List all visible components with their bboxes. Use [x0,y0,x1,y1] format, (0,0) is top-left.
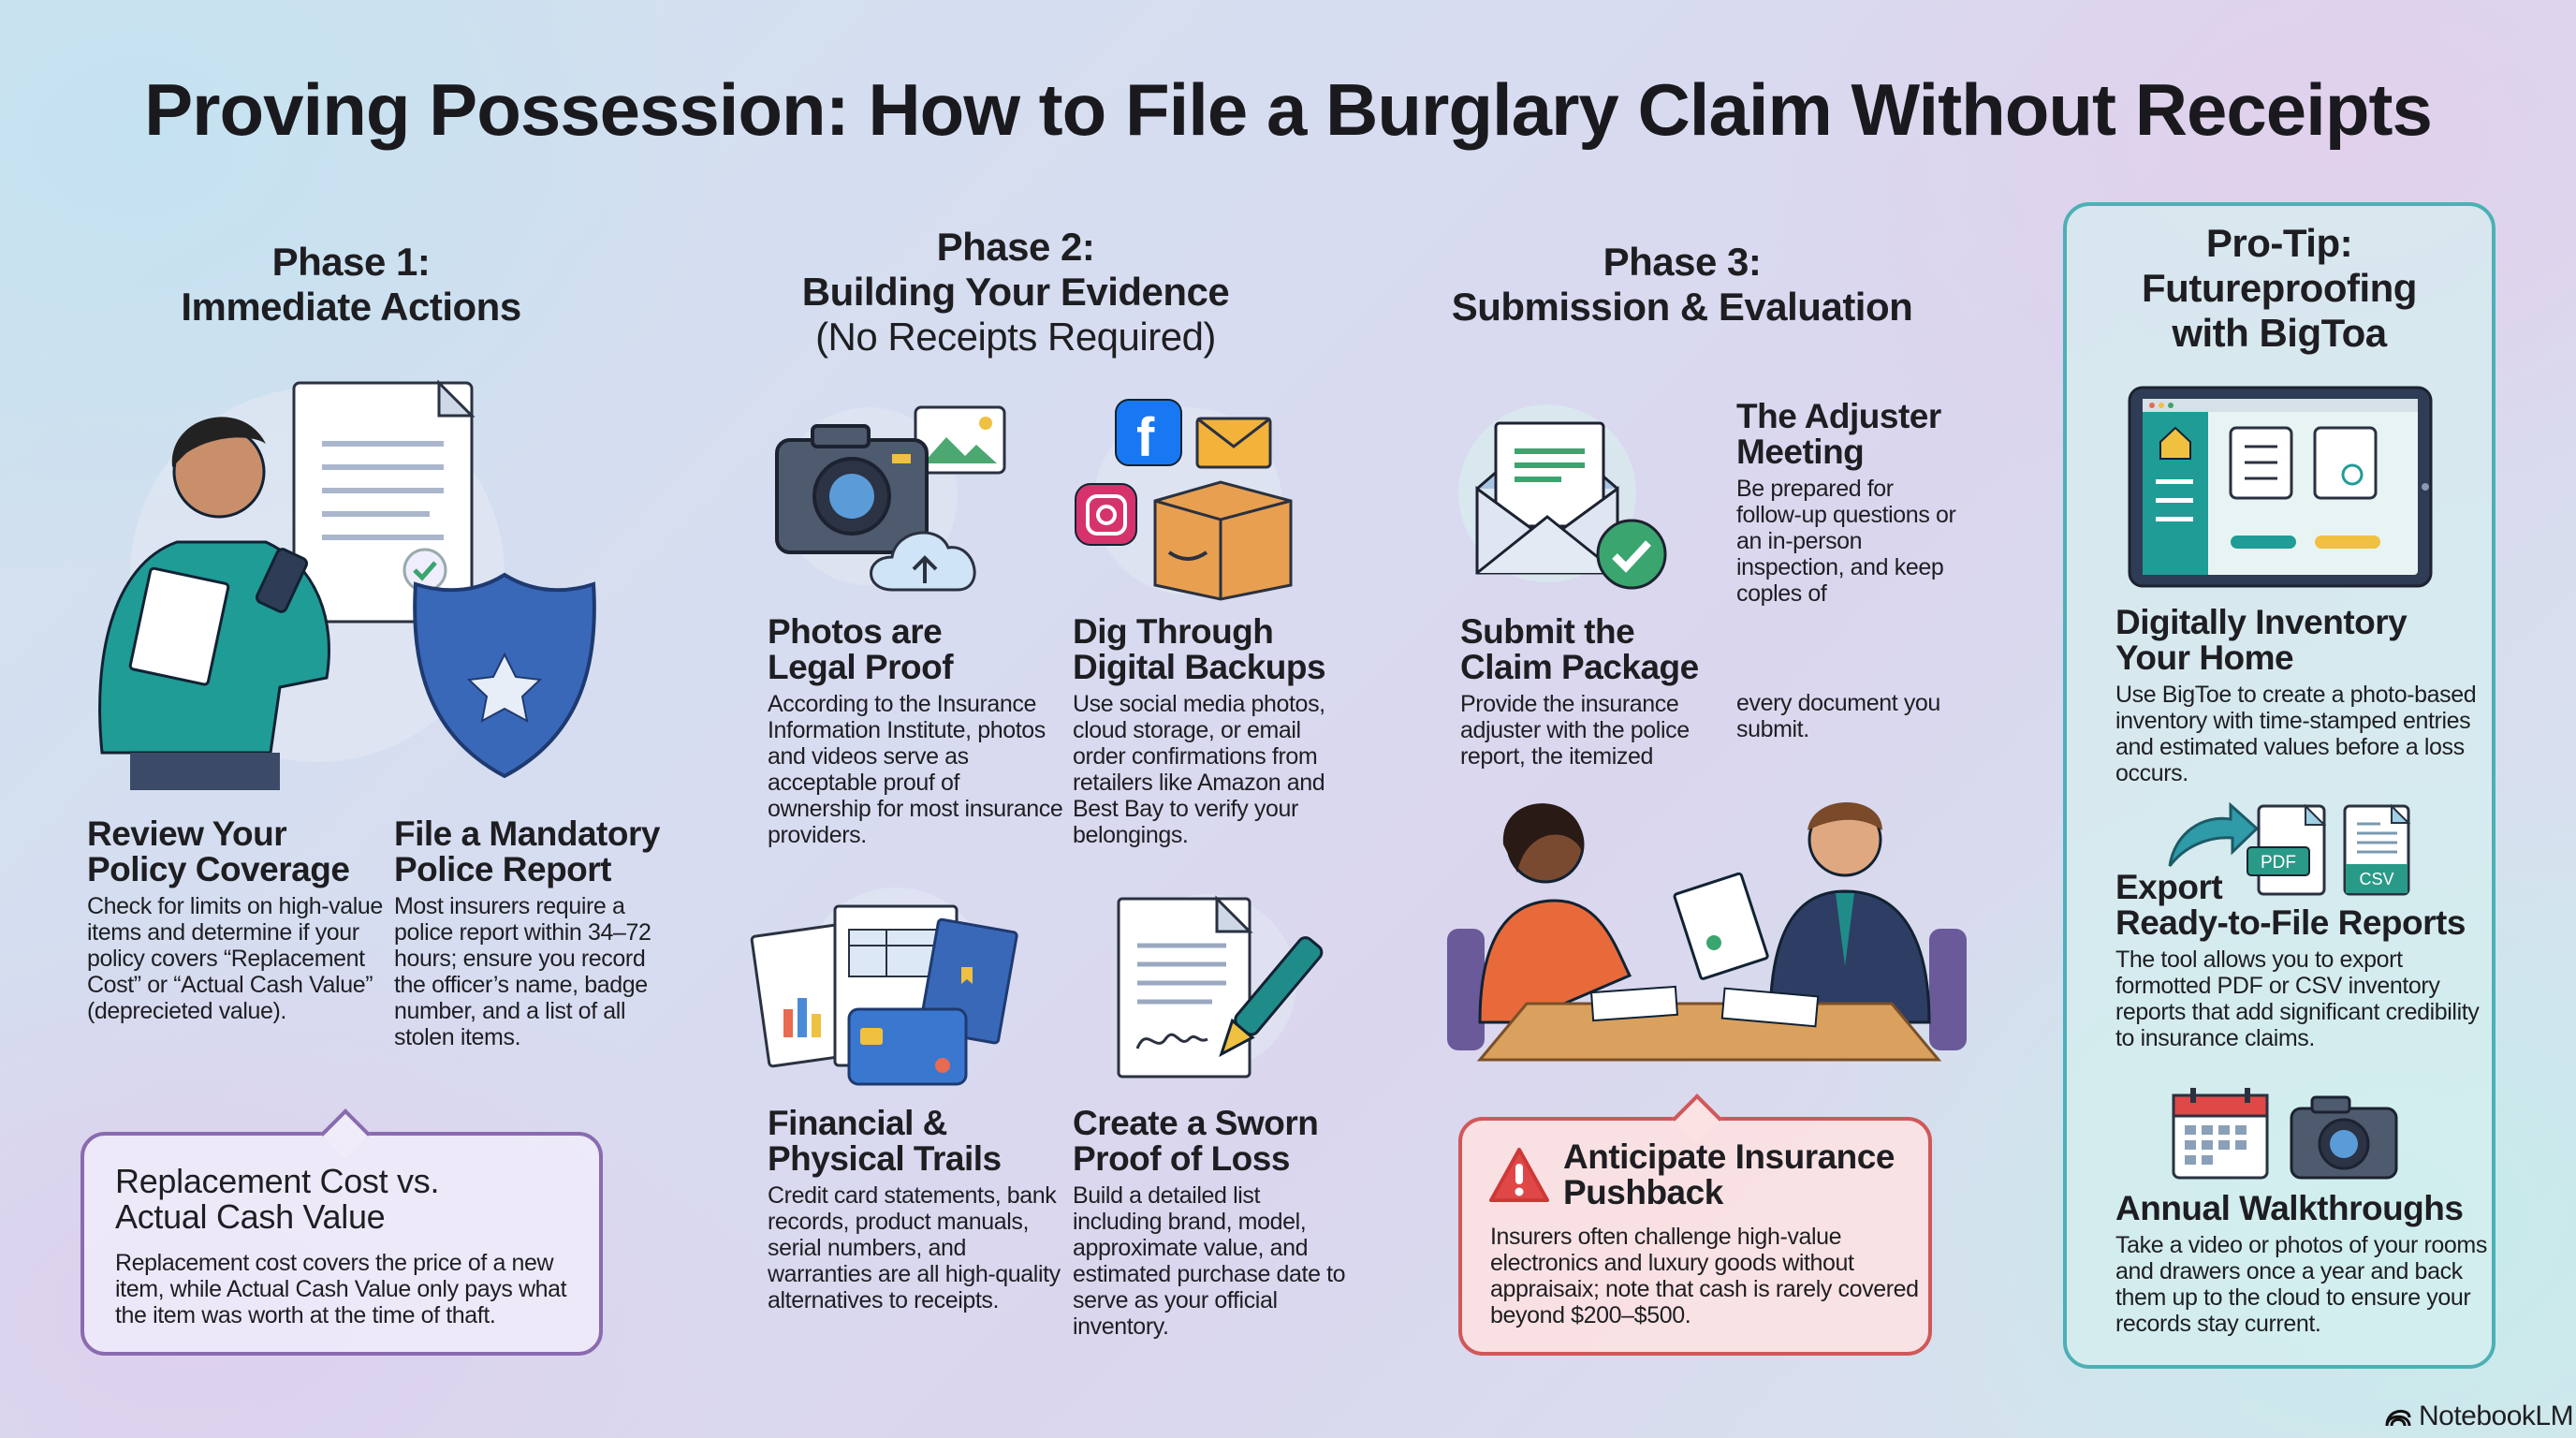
mail-icon [1195,417,1272,469]
table-documents [1589,985,1820,1028]
export-files-icon: PDF CSV [2168,801,2411,896]
fountain-pen-icon [1219,936,1324,1058]
check-badge-icon [402,548,447,593]
inventory-tablet-icon [2128,386,2433,588]
annual-walkthroughs-section: Annual Walkthroughs Take a video or phot… [2115,1189,2487,1338]
financial-trails-section: Financial &Physical Trails Credit card s… [768,1104,1061,1314]
warning-triangle-icon [1489,1148,1549,1202]
pushback-body: Insurers often challenge high-value elec… [1490,1224,1919,1328]
callout-pointer [1672,1093,1722,1144]
svg-text:f: f [1136,407,1155,468]
notebooklm-logo-icon [2385,1409,2411,1427]
man-figure [1768,802,1931,1024]
review-policy-body: Check for limits on high-value items and… [87,893,383,1024]
home-icon [2159,426,2191,460]
phase2-heading: Phase 2: Building Your Evidence (No Rece… [801,225,1230,359]
phase3-heading: Phase 3: Submission & Evaluation [1451,240,1913,329]
social-media-package-icon: f [1075,399,1293,601]
phase1-heading: Phase 1: Immediate Actions [164,240,538,330]
police-report-body: Most insurers require a police report wi… [394,893,651,1050]
cloud-upload-icon [870,531,976,592]
adjuster-meeting-illustration [1447,802,1967,1062]
export-arrow-icon [2168,801,2260,867]
held-document [1673,872,1769,980]
financial-documents-icon [750,888,1018,1086]
notebooklm-brand: NotebookLM [2385,1401,2574,1432]
chair-right [1929,929,1967,1050]
sworn-statement-pen-icon [1117,894,1324,1078]
person-figure [98,417,330,790]
phase1-heading-line1: Phase 1: [271,240,431,284]
signature [1135,1033,1208,1049]
credit-card-icon [847,1007,968,1086]
pdf-label: PDF [2261,853,2296,873]
package-box-icon [1153,480,1293,601]
protip-heading: Pro-Tip: Futureproofing with BigToa [2142,221,2417,355]
check-circle-icon [1596,519,1667,590]
calendar-icon [2172,1088,2269,1180]
callout-body: Replacement cost covers the price of a n… [115,1250,567,1328]
police-shield-icon [413,572,596,779]
checklist-icon [2229,426,2293,500]
notebooklm-label: NotebookLM [2419,1401,2574,1431]
page-title: Proving Possession: How to File a Burgla… [144,68,2433,151]
replacement-cost-callout: Replacement Cost vs.Actual Cash Value Re… [80,1108,603,1356]
document-icon [292,379,476,624]
photo-icon [914,405,1006,475]
chair-left [1447,929,1485,1050]
adjuster-meeting-body-continued: every document you submit. [1736,690,1940,742]
camera-icon [2290,1095,2398,1180]
envelope-check-icon [1458,404,1667,590]
csv-file-icon: CSV [2343,803,2411,896]
callout-pointer [320,1108,371,1159]
person-with-documents-illustration [98,379,596,790]
table [1476,1002,1942,1062]
pdf-file-icon: PDF [2247,803,2327,896]
document-search-icon [2313,426,2378,500]
callout-title: Replacement Cost vs.Actual Cash Value [115,1162,440,1236]
calendar-camera-icon [2172,1088,2398,1180]
camera-icon [775,424,929,554]
woman-figure [1478,803,1632,1024]
phase1-heading-line2: Immediate Actions [181,285,521,329]
camera-upload-icon [775,405,1006,592]
facebook-icon: f [1115,399,1182,468]
instagram-icon [1075,483,1137,546]
csv-label: CSV [2359,870,2393,888]
